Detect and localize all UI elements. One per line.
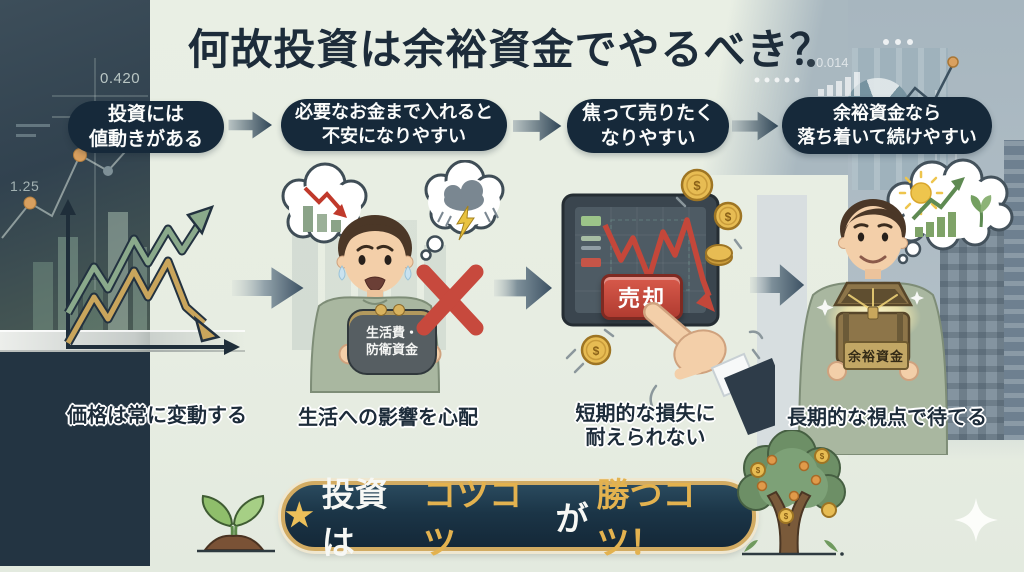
arrow-right-icon — [494, 266, 552, 310]
step-pill-1: 投資には 値動きがある — [68, 101, 224, 153]
x-mark-icon — [416, 264, 484, 336]
seedling-icon — [197, 494, 275, 553]
purse-clasp — [375, 304, 387, 316]
step-pill-line: なりやすい — [600, 128, 696, 149]
caption-step-1: 価格は常に変動する — [52, 404, 262, 428]
caption-line: 耐えられない — [585, 427, 706, 449]
page-title: 何故投資は余裕資金でやるべき？ — [187, 25, 833, 74]
arrow-right-icon — [750, 264, 805, 306]
coin-icon: $ — [680, 168, 714, 202]
step-pill-line: 値動きがある — [88, 129, 203, 150]
growth-thought-bubble — [886, 158, 1014, 265]
step-pill-line: 必要なお金まで入れると — [295, 102, 493, 123]
caption-line: 価格は常に変動する — [67, 405, 247, 427]
key-message-banner: ★ 投資は コツコツ が 勝つコツ！ — [281, 476, 756, 561]
money-tree-icon: $ $ $ — [737, 430, 846, 556]
sparkle-icon — [954, 498, 998, 542]
svg-text:$: $ — [593, 344, 600, 358]
arrow-right-icon — [228, 111, 272, 139]
caption-line: 長期的な視点で待てる — [787, 407, 987, 429]
purse-label-line: 防衛資金 — [365, 342, 418, 357]
growth-chart-icon — [911, 177, 965, 237]
banner-text-segment: コツコツ — [423, 476, 523, 561]
caption-step-3: 短期的な損失に 耐えられない — [558, 402, 733, 450]
storm-cloud-icon — [444, 180, 484, 211]
caption-line: 短期的な損失に — [575, 403, 716, 425]
caption-step-4: 長期的な視点で待てる — [782, 406, 992, 430]
plant-icon — [970, 195, 992, 228]
coin-icon — [705, 244, 733, 266]
coin-icon: $ — [750, 462, 766, 478]
bg-value-top-right: 0.014 — [816, 55, 849, 70]
svg-text:$: $ — [784, 512, 789, 521]
sell-button: 売却 — [601, 274, 683, 320]
hand-cursor-icon — [643, 302, 775, 435]
svg-text:$: $ — [725, 210, 732, 224]
step-pill-3: 焦って売りたく なりやすい — [567, 99, 729, 153]
caption-line: 生活への影響を心配 — [298, 407, 478, 429]
coin-icon: $ — [580, 334, 612, 366]
banner-text-segment: 投資は — [321, 476, 388, 561]
banner-text-segment: が — [555, 500, 589, 537]
sparkle-icon — [910, 291, 924, 305]
purse-icon: 生活費・ 防衛資金 — [347, 304, 437, 375]
step-pill-line: 不安になりやすい — [322, 126, 466, 146]
svg-text:$: $ — [820, 452, 825, 461]
storm-cloud-thought-bubble — [420, 160, 505, 261]
step-pill-line: 焦って売りたく — [581, 102, 715, 124]
step-pill-2: 必要なお金まで入れると 不安になりやすい — [281, 99, 507, 151]
motion-lines — [565, 196, 761, 374]
step-pill-line: 余裕資金なら — [833, 102, 941, 123]
svg-text:$: $ — [756, 466, 761, 475]
lightning-icon — [456, 205, 475, 241]
trending-down-icon — [303, 186, 347, 232]
step-pill-line: 落ち着いて続けやすい — [797, 126, 977, 147]
sun-icon — [898, 170, 944, 216]
coin-icon: $ — [814, 448, 830, 464]
arrow-right-icon — [732, 111, 779, 141]
purse-label-line: 生活費・ — [365, 325, 418, 341]
banner-text-segment: 勝つコツ！ — [596, 476, 696, 561]
dark-bottom-left-block — [0, 352, 150, 566]
arrow-right-icon — [232, 267, 304, 309]
svg-text:$: $ — [693, 178, 701, 193]
coin-icon: $ — [713, 201, 743, 231]
bg-value-top-left: 0.420 — [100, 70, 141, 87]
crash-arrow-icon — [602, 217, 712, 297]
star-icon: ★ — [285, 497, 314, 533]
arrow-right-icon — [513, 111, 562, 141]
sparkle-icon — [816, 299, 834, 316]
coin-icon: $ — [778, 508, 794, 524]
purse-clasp — [393, 304, 405, 316]
step-pill-line: 投資には — [107, 103, 184, 125]
step-pill-4: 余裕資金なら 落ち着いて続けやすい — [782, 97, 992, 154]
volatility-chart-icon — [60, 199, 240, 355]
caption-step-2: 生活への影響を心配 — [288, 406, 488, 430]
bg-value-mid-left: 1.25 — [10, 178, 40, 194]
chest-label: 余裕資金 — [843, 341, 909, 370]
